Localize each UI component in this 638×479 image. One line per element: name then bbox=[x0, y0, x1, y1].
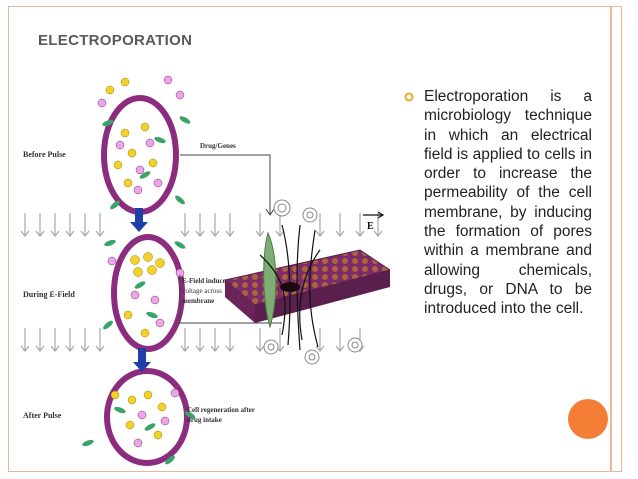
slide-title: ELECTROPORATION bbox=[38, 32, 193, 49]
label-field-e: E bbox=[367, 221, 374, 232]
slide-frame bbox=[8, 6, 622, 472]
label-drug-genes: Drug/Genes bbox=[200, 142, 236, 150]
label-regeneration-line-1: Cell regeneration after bbox=[187, 406, 255, 414]
cell-before-pulse bbox=[97, 75, 191, 215]
pore-flow-arrows bbox=[259, 224, 321, 351]
accent-circle bbox=[568, 399, 608, 439]
drug-molecule-icon bbox=[263, 231, 277, 329]
label-after-pulse: After Pulse bbox=[23, 411, 62, 420]
label-e-field-line-3: membrane bbox=[182, 297, 214, 305]
label-before-pulse: Before Pulse bbox=[23, 150, 66, 159]
bullet-text: Electroporation is a microbiology techni… bbox=[424, 88, 592, 318]
electroporation-diagram: Before Pulse During E-Field After Pulse … bbox=[20, 75, 390, 466]
transition-arrows bbox=[130, 208, 151, 372]
label-regeneration-line-2: drug intake bbox=[187, 416, 222, 424]
cell-after-pulse bbox=[82, 368, 196, 466]
field-arrows-row-2 bbox=[20, 328, 365, 352]
label-e-field-line-1: E-Field induces bbox=[182, 277, 229, 285]
slide-divider-line bbox=[610, 6, 612, 472]
label-during-e-field: During E-Field bbox=[23, 290, 75, 299]
cell-during-e-field bbox=[103, 234, 186, 352]
field-arrows-row-1 bbox=[20, 213, 383, 237]
label-e-field-line-2: voltage across bbox=[182, 287, 222, 295]
membrane-slab bbox=[223, 249, 390, 323]
bullet-icon bbox=[404, 92, 414, 102]
